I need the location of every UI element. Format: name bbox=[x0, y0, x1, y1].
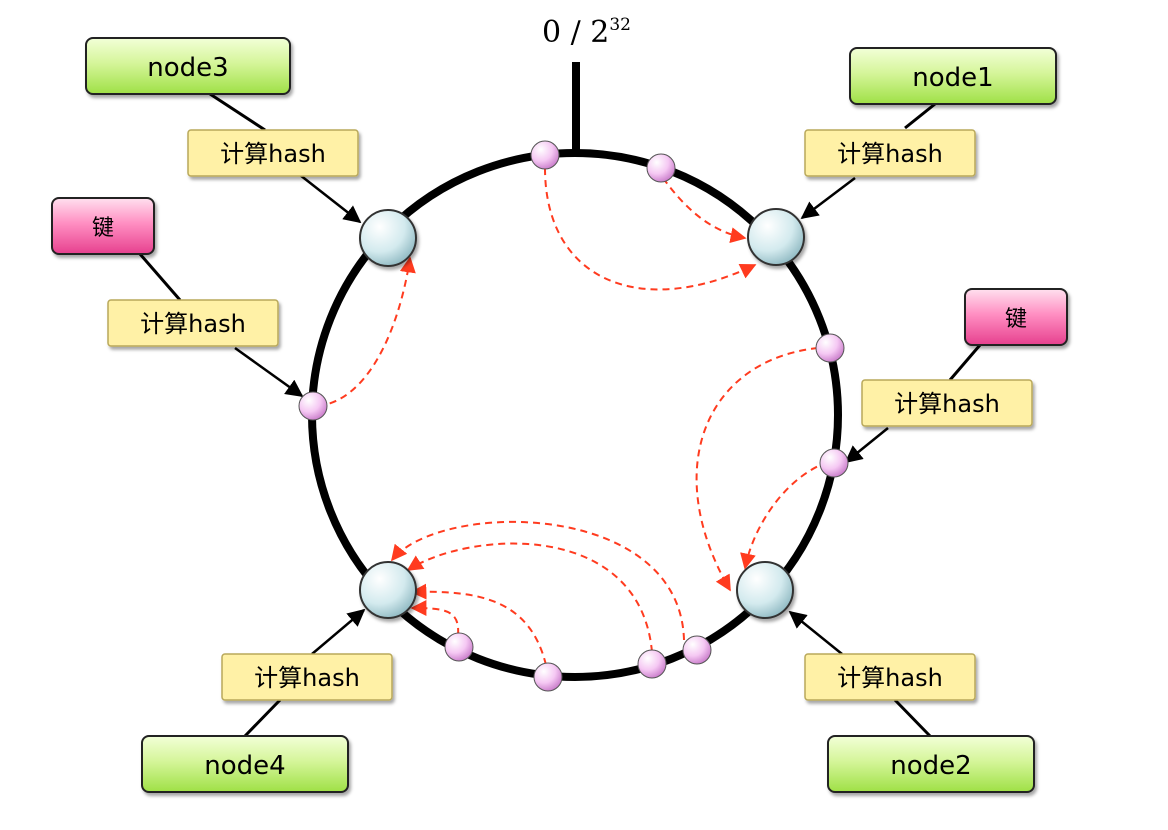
mapping-arrow-bottom-1 bbox=[390, 520, 685, 641]
hash-box-node1: 计算hash bbox=[804, 129, 976, 177]
mapping-arrows bbox=[317, 167, 829, 666]
ring-origin-base: 0 / 2 bbox=[542, 15, 609, 50]
server-marker-node2 bbox=[736, 561, 794, 619]
ring-origin-label: 0 / 232 bbox=[542, 15, 631, 50]
object-marker bbox=[444, 632, 474, 662]
key-label: 键 bbox=[1005, 307, 1027, 332]
connector-key-right bbox=[948, 344, 982, 381]
node-box-node2: node2 bbox=[827, 735, 1035, 793]
server-marker-node1 bbox=[747, 208, 805, 266]
node-box-node3: node3 bbox=[85, 37, 291, 95]
mapping-arrow-top-1 bbox=[544, 167, 757, 291]
node-label: node1 bbox=[912, 63, 993, 93]
node-label: node2 bbox=[890, 751, 971, 781]
connector-node3 bbox=[209, 92, 266, 132]
hash-arrows bbox=[234, 174, 889, 655]
mapping-arrow-bottom-3 bbox=[410, 583, 547, 666]
server-marker-node3 bbox=[359, 209, 417, 267]
key-label: 键 bbox=[92, 216, 114, 241]
node-label: node3 bbox=[147, 53, 228, 83]
hash-box-key-right: 计算hash bbox=[861, 379, 1033, 427]
hash-arrow-node4 bbox=[311, 608, 366, 655]
object-marker bbox=[533, 662, 563, 692]
mapping-arrow-bottom-4 bbox=[410, 600, 460, 636]
mapping-arrow-top-2 bbox=[662, 177, 747, 244]
connector-node4 bbox=[243, 698, 282, 738]
connector-lines bbox=[138, 92, 982, 738]
node-box-node4: node4 bbox=[141, 735, 349, 793]
hash-box-node4: 计算hash bbox=[221, 653, 393, 701]
hash-arrow-node3 bbox=[299, 174, 362, 224]
connector-key-left bbox=[138, 253, 182, 301]
server-marker-node4 bbox=[359, 561, 417, 619]
hash-label: 计算hash bbox=[837, 140, 943, 168]
key-box-right: 键 bbox=[964, 288, 1068, 346]
object-marker bbox=[646, 153, 676, 183]
hash-box-key-left: 计算hash bbox=[107, 299, 279, 347]
object-marker bbox=[637, 649, 667, 679]
hash-box-node2: 计算hash bbox=[804, 653, 976, 701]
object-markers bbox=[298, 140, 849, 692]
hash-label: 计算hash bbox=[837, 664, 943, 692]
object-marker bbox=[815, 333, 845, 363]
hash-label: 计算hash bbox=[140, 310, 246, 338]
hash-label: 计算hash bbox=[894, 390, 1000, 418]
mapping-arrow-bottom-2 bbox=[406, 542, 653, 653]
connector-node1 bbox=[904, 102, 936, 130]
object-marker bbox=[682, 635, 712, 665]
node-box-node1: node1 bbox=[849, 47, 1057, 105]
key-box-left: 键 bbox=[51, 197, 155, 255]
hash-arrow-node1 bbox=[800, 177, 856, 220]
hash-box-node3: 计算hash bbox=[187, 129, 359, 177]
hash-label: 计算hash bbox=[220, 140, 326, 168]
mapping-arrow-right-2 bbox=[740, 461, 829, 570]
ring-origin-exponent: 32 bbox=[609, 15, 631, 35]
hash-arrow-node2 bbox=[788, 610, 843, 655]
connector-node2 bbox=[893, 698, 932, 738]
hash-arrow-key-right bbox=[844, 427, 889, 464]
object-marker bbox=[530, 140, 560, 170]
mapping-arrow-left bbox=[317, 256, 416, 407]
hash-arrow-key-left bbox=[234, 346, 304, 398]
object-marker bbox=[298, 391, 328, 421]
node-label: node4 bbox=[204, 751, 285, 781]
mapping-arrow-right-1 bbox=[695, 347, 819, 592]
hash-label: 计算hash bbox=[254, 664, 360, 692]
server-markers bbox=[359, 208, 805, 619]
object-marker bbox=[819, 448, 849, 478]
